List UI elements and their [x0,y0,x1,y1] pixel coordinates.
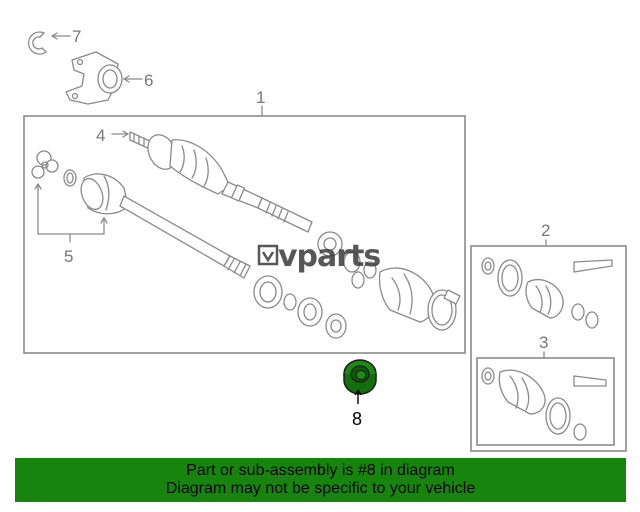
callout-1: 1 [256,88,265,107]
assembly-1-box[interactable] [23,115,466,354]
leader-6 [123,75,143,83]
part-inner-boot[interactable] [351,267,461,331]
part-inner-joint-shaft[interactable] [77,173,251,279]
part-4-outer-joint-shaft[interactable] [129,130,313,233]
part-6-bearing-bracket[interactable] [65,51,123,105]
part-middle-joint[interactable] [317,231,377,279]
info-banner: Part or sub-assembly is #8 in diagram Di… [15,458,626,502]
callout-4: 4 [96,126,105,145]
leader-5 [34,183,108,243]
part-bearing-rings[interactable] [253,275,347,339]
assembly-3-box[interactable] [476,357,615,446]
assembly-2-box[interactable] [470,245,627,452]
leader-4 [111,130,129,138]
part-8-seal[interactable] [343,359,377,395]
watermark-text: vparts [278,239,380,274]
callout-6: 6 [144,71,153,90]
part-5-tripod-joint[interactable] [31,150,77,187]
callout-7: 7 [72,27,81,46]
part-7-snap-ring[interactable] [27,31,47,55]
leader-8 [354,389,362,404]
banner-line-2: Diagram may not be specific to your vehi… [165,480,476,497]
vparts-logo-icon [257,244,279,266]
callout-2: 2 [541,221,550,240]
parts-diagram: 7 6 1 4 [23,27,627,452]
callout-5: 5 [64,247,73,266]
banner-line-1: Part or sub-assembly is #8 in diagram [186,462,455,479]
callout-3: 3 [539,333,548,352]
part-3-boot-kit[interactable] [481,367,607,441]
leader-7 [51,32,71,40]
callout-8: 8 [352,409,362,429]
part-2-boot-kit[interactable] [481,257,613,329]
